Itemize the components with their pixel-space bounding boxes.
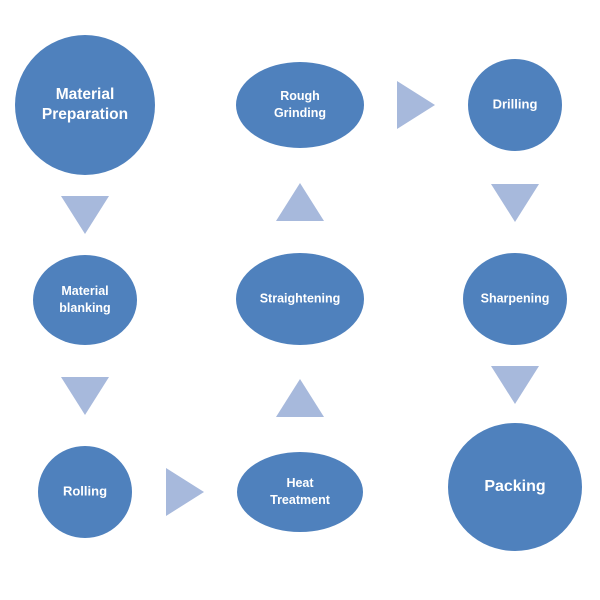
arrow-heat-treatment-to-straightening [276,379,324,417]
node-packing-shape [448,423,582,551]
node-straightening-label-line-1: Straightening [260,291,341,305]
node-heat-treatment-label-line-2: Treatment [270,493,331,507]
node-packing-label-line-1: Packing [484,478,545,495]
node-rough-grinding-label-line-2: Grinding [274,106,326,120]
node-material-preparation-label-line-2: Preparation [42,106,128,123]
node-material-preparation-shape [15,35,155,175]
node-sharpening-shape [463,253,567,345]
node-material-blanking-label-line-1: Material [61,284,108,298]
arrow-sharpening-to-packing [491,366,539,404]
node-heat-treatment-shape [237,452,363,532]
node-packing: Packing [448,423,582,551]
arrow-material-preparation-to-material-blanking [61,196,109,234]
arrow-rough-grinding-to-drilling [397,81,435,129]
arrows-layer [61,81,539,516]
node-material-preparation-label-line-1: Material [56,86,115,103]
node-heat-treatment-label-line-1: Heat [286,476,314,490]
node-rolling: Rolling [38,446,132,538]
node-rough-grinding-shape [236,62,364,148]
node-drilling-shape [468,59,562,151]
node-sharpening-label-line-1: Sharpening [481,291,550,305]
node-straightening-shape [236,253,364,345]
nodes-layer: MaterialPreparationMaterialblankingRolli… [15,35,582,551]
node-drilling: Drilling [468,59,562,151]
node-material-blanking: Material blanking [33,255,137,345]
arrow-drilling-to-sharpening [491,184,539,222]
arrow-straightening-to-rough-grinding [276,183,324,221]
node-material-blanking-label-line-2: blanking [59,301,110,315]
node-straightening: Straightening [236,253,364,345]
arrow-rolling-to-heat-treatment [166,468,204,516]
node-sharpening: Sharpening [463,253,567,345]
node-rolling-shape [38,446,132,538]
node-rolling-label-line-1: Rolling [63,483,107,498]
node-drilling-label-line-1: Drilling [493,96,538,111]
arrow-material-blanking-to-rolling [61,377,109,415]
node-material-blanking-shape [33,255,137,345]
node-rough-grinding-label-line-1: Rough [280,89,320,103]
